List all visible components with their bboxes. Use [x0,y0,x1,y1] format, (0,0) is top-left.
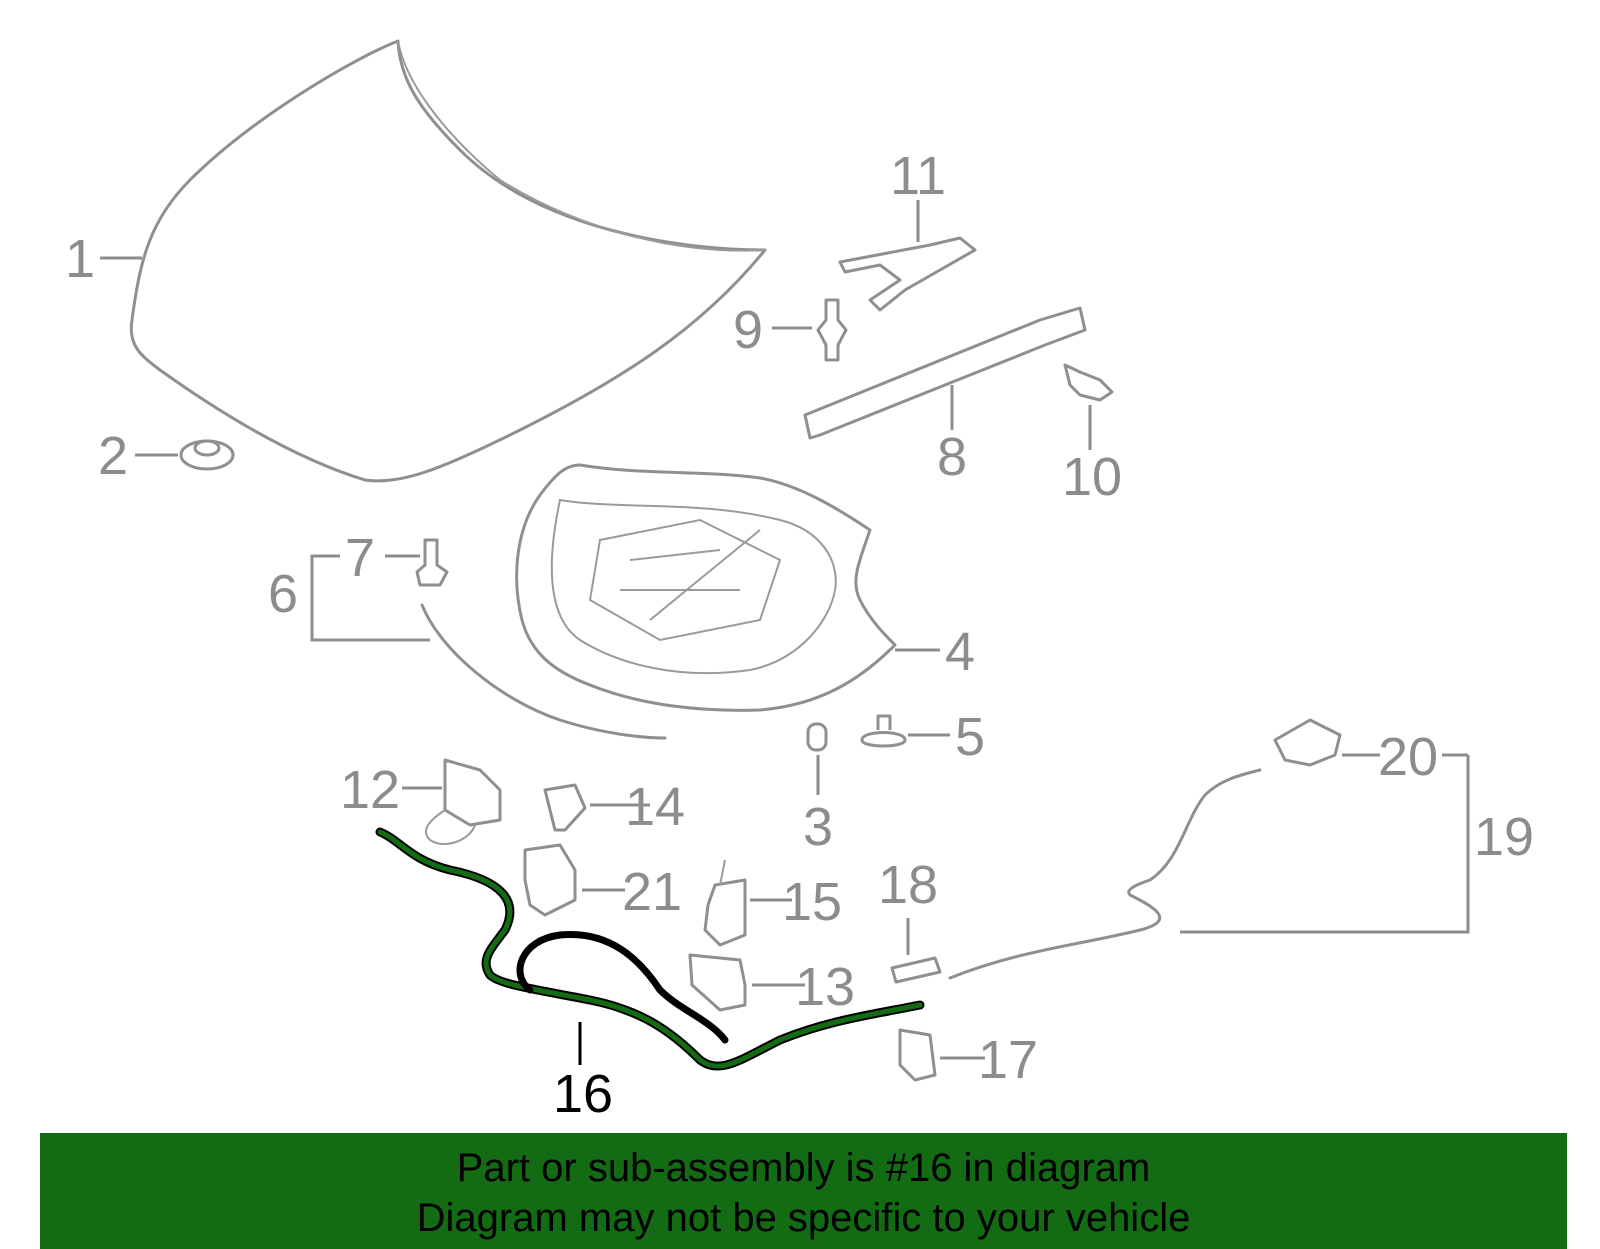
part-insulator-ribs [588,518,782,642]
part-insulator [515,463,897,712]
callout-5: 5 [955,707,985,767]
part-latch-wire [425,809,476,845]
part-hinge [838,236,977,312]
callout-8: 8 [937,427,967,487]
callout-10: 10 [1062,447,1122,507]
part-latch [443,758,502,827]
part-secondary-cable [948,768,1262,980]
part-cover [688,953,747,1012]
banner-line-part: Part or sub-assembly is #16 in diagram [456,1146,1151,1190]
callout-20: 20 [1378,727,1438,787]
part-strut [803,306,1087,440]
part-bumper [806,722,828,752]
callout-6: 6 [268,564,298,624]
callout-14: 14 [625,777,685,837]
info-banner: Part or sub-assembly is #16 in diagram D… [40,1133,1567,1249]
callout-12: 12 [340,760,400,820]
part-ball-stud-upper [816,298,848,362]
leader-19 [1180,755,1470,934]
callout-15: 15 [782,872,842,932]
callout-18: 18 [878,855,938,915]
part-clip [415,538,449,587]
part-hood [129,39,767,483]
part-cable-handle [1273,718,1342,767]
callout-17: 17 [978,1030,1038,1090]
part-hood-edge [397,40,766,252]
callout-19: 19 [1474,807,1534,867]
part-weatherstrip [420,603,667,740]
callout-11: 11 [890,146,946,206]
part-release-handle-stem [719,859,726,886]
callout-13: 13 [795,957,855,1017]
part-ball-stud-lower [1063,363,1114,402]
part-bracket-lower [523,843,577,917]
callout-16[interactable]: 16 [553,1064,613,1124]
banner-line-disclaimer: Diagram may not be specific to your vehi… [416,1196,1191,1240]
part-pad [890,956,942,984]
part-bracket-upper [543,783,587,832]
callout-7: 7 [345,528,375,588]
callout-2: 2 [98,426,128,486]
part-bumper-stop [860,714,907,748]
part-grommet-top [193,439,221,457]
callout-9: 9 [733,300,763,360]
callout-1: 1 [65,229,95,289]
part-release-cable-loop [516,930,729,1044]
part-guide [898,1028,937,1082]
callout-4: 4 [945,622,975,682]
leader-6 [310,554,430,642]
callout-21: 21 [622,862,682,922]
callout-3: 3 [803,797,833,857]
part-release-cable [377,829,923,1069]
part-release-handle [703,878,747,947]
part-insulator-inner [550,498,837,675]
